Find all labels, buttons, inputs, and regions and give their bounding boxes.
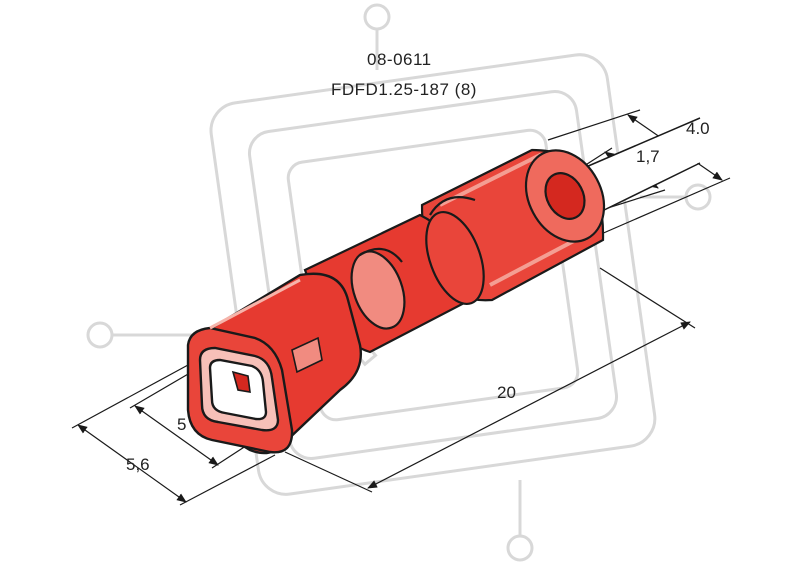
dim-label-outer-width: 5,6 — [126, 455, 150, 474]
dim-label-inner-width: 5 — [177, 415, 186, 434]
article-number: 08-0611 — [367, 50, 432, 69]
front-housing — [186, 272, 362, 455]
dim-label-sleeve-diameter: 4.0 — [686, 119, 710, 138]
dim-line-20 — [367, 321, 691, 489]
dim-label-wire-diameter: 1,7 — [636, 147, 660, 166]
dim-label-length: 20 — [497, 383, 516, 402]
part-name: FDFD1.25-187 (8) — [331, 80, 477, 99]
dim-line-5-6 — [77, 424, 187, 503]
